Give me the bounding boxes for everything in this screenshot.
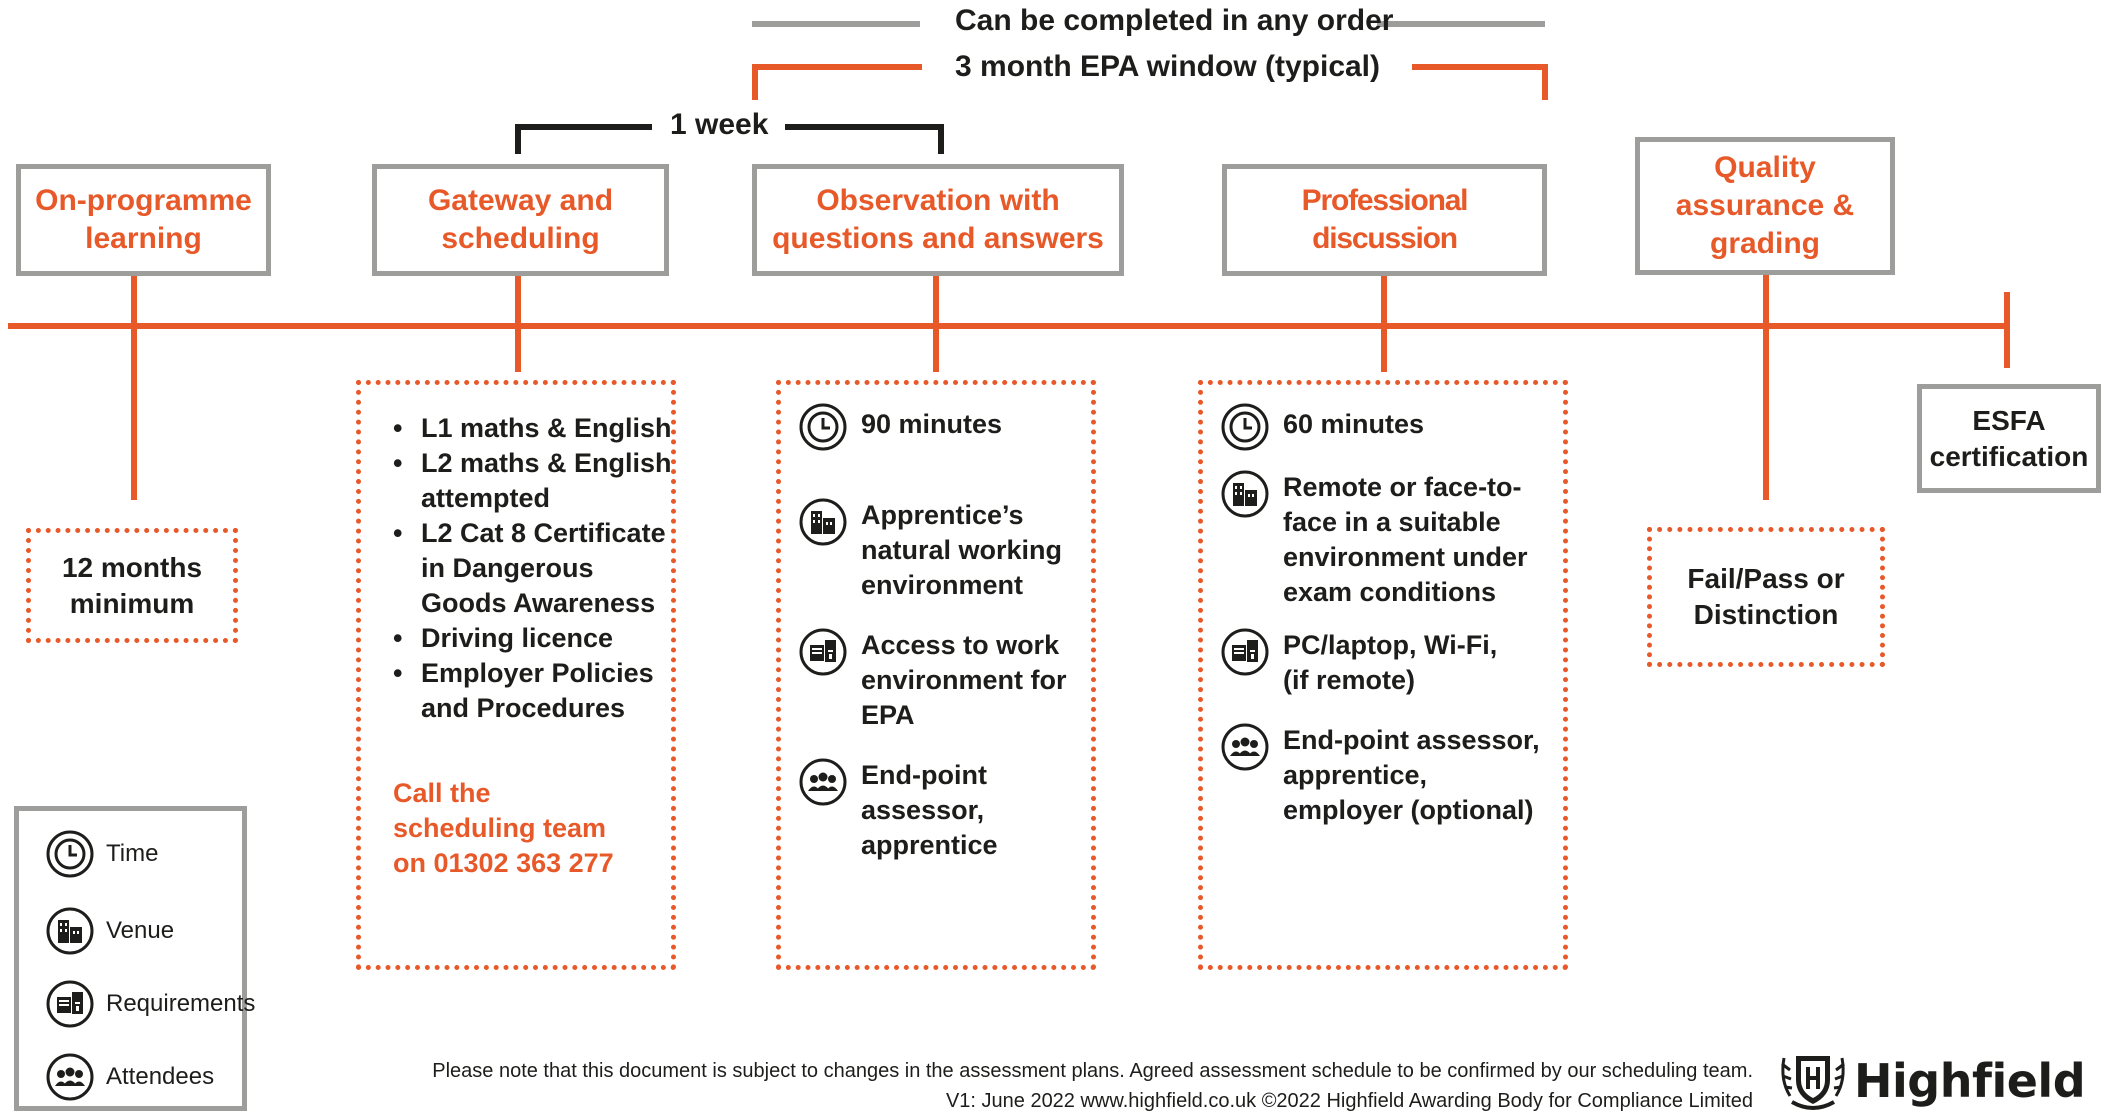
discussion-venue: Remote or face-to-face in a suitable env… bbox=[1221, 470, 1545, 610]
stage-observation: Observation with questions and answers bbox=[752, 164, 1124, 276]
stage-quality-label: Quality assurance & grading bbox=[1675, 151, 1855, 260]
discussion-time-text: 60 minutes bbox=[1283, 409, 1425, 439]
clock-icon bbox=[46, 830, 94, 878]
legend-requirements: Requirements bbox=[46, 980, 255, 1028]
observation-details: 90 minutes Apprentice’s natural working … bbox=[776, 380, 1096, 970]
discussion-time: 60 minutes bbox=[1221, 403, 1543, 451]
grading-note: Fail/Pass or Distinction bbox=[1647, 527, 1885, 667]
list-item: L2 Cat 8 Certificate in Dangerous Goods … bbox=[393, 516, 681, 621]
stage-esfa: ESFA certification bbox=[1917, 384, 2101, 493]
footer-disclaimer: Please note that this document is subjec… bbox=[432, 1060, 1753, 1082]
gateway-requirements-list: L1 maths & English L2 maths & English at… bbox=[393, 411, 681, 726]
building-icon bbox=[46, 907, 94, 955]
observation-requirements: Access to work environment for EPA bbox=[799, 628, 1091, 733]
list-item: Employer Policies and Procedures bbox=[393, 656, 681, 726]
requirements-icon bbox=[1221, 628, 1269, 676]
stage-gateway: Gateway and scheduling bbox=[372, 164, 669, 276]
logo-wordmark: Highfield bbox=[1854, 1054, 2086, 1108]
clock-icon bbox=[1221, 403, 1269, 451]
observation-venue-text: Apprentice’s natural working environment bbox=[861, 500, 1063, 600]
discussion-details: 60 minutes Remote or face-to-face in a s… bbox=[1198, 380, 1568, 970]
discussion-requirements: PC/laptop, Wi-Fi, (if remote) bbox=[1221, 628, 1523, 698]
list-item: L1 maths & English bbox=[393, 411, 681, 446]
footer-version: V1: June 2022 www.highfield.co.uk ©2022 … bbox=[945, 1090, 1753, 1112]
stage-on-programme: On-programme learning bbox=[16, 164, 271, 276]
legend-time-label: Time bbox=[106, 840, 159, 867]
discussion-attendees: End-point assessor, apprentice, employer… bbox=[1221, 723, 1545, 828]
attendees-icon bbox=[1221, 723, 1269, 771]
list-item: Driving licence bbox=[393, 621, 681, 656]
requirements-icon bbox=[46, 980, 94, 1028]
legend-venue-label: Venue bbox=[106, 917, 175, 944]
observation-requirements-text: Access to work environment for EPA bbox=[861, 630, 1067, 730]
highfield-logo: Highfield bbox=[1778, 1050, 2086, 1112]
stage-quality: Quality assurance & grading bbox=[1635, 137, 1895, 275]
any-order-label: Can be completed in any order bbox=[955, 4, 1394, 37]
requirements-icon bbox=[799, 628, 847, 676]
stage-gateway-label: Gateway and scheduling bbox=[427, 184, 614, 255]
on-programme-note: 12 months minimum bbox=[26, 528, 238, 643]
one-week-bracket-right bbox=[785, 124, 944, 154]
shield-crest-icon bbox=[1781, 1056, 1845, 1110]
discussion-requirements-text: PC/laptop, Wi-Fi, (if remote) bbox=[1283, 630, 1498, 695]
observation-venue: Apprentice’s natural working environment bbox=[799, 498, 1091, 603]
legend-attendees: Attendees bbox=[46, 1053, 214, 1101]
observation-time: 90 minutes bbox=[799, 403, 1081, 451]
clock-icon bbox=[799, 403, 847, 451]
legend-requirements-label: Requirements bbox=[106, 990, 256, 1017]
attendees-icon bbox=[799, 758, 847, 806]
building-icon bbox=[799, 498, 847, 546]
legend-venue: Venue bbox=[46, 907, 174, 955]
epa-window-bracket-left bbox=[752, 64, 922, 100]
attendees-icon bbox=[46, 1053, 94, 1101]
scheduling-call-text: Call the scheduling team on 01302 363 27… bbox=[393, 778, 614, 878]
observation-time-text: 90 minutes bbox=[861, 409, 1003, 439]
discussion-attendees-text: End-point assessor, apprentice, employer… bbox=[1283, 725, 1540, 825]
stage-discussion: Professional discussion bbox=[1222, 164, 1547, 276]
epa-window-bracket-right bbox=[1412, 64, 1548, 100]
discussion-venue-text: Remote or face-to-face in a suitable env… bbox=[1283, 472, 1528, 607]
legend-time: Time bbox=[46, 830, 158, 878]
epa-window-label: 3 month EPA window (typical) bbox=[955, 50, 1381, 83]
stage-esfa-label: ESFA certification bbox=[1929, 404, 2089, 472]
building-icon bbox=[1221, 470, 1269, 518]
on-programme-note-text: 12 months minimum bbox=[61, 551, 203, 619]
legend-attendees-label: Attendees bbox=[106, 1063, 215, 1090]
list-item: L2 maths & English attempted bbox=[393, 446, 681, 516]
stage-observation-label: Observation with questions and answers bbox=[772, 184, 1104, 255]
grading-note-text: Fail/Pass or Distinction bbox=[1687, 563, 1845, 630]
one-week-label: 1 week bbox=[670, 108, 769, 141]
one-week-bracket-left bbox=[515, 124, 652, 154]
stage-discussion-label: Professional discussion bbox=[1301, 184, 1469, 255]
observation-attendees: End-point assessor, apprentice bbox=[799, 758, 1051, 863]
gateway-details: L1 maths & English L2 maths & English at… bbox=[356, 380, 676, 970]
footer: Please note that this document is subjec… bbox=[313, 1056, 1753, 1116]
stage-on-programme-label: On-programme learning bbox=[35, 184, 252, 255]
observation-attendees-text: End-point assessor, apprentice bbox=[861, 760, 998, 860]
